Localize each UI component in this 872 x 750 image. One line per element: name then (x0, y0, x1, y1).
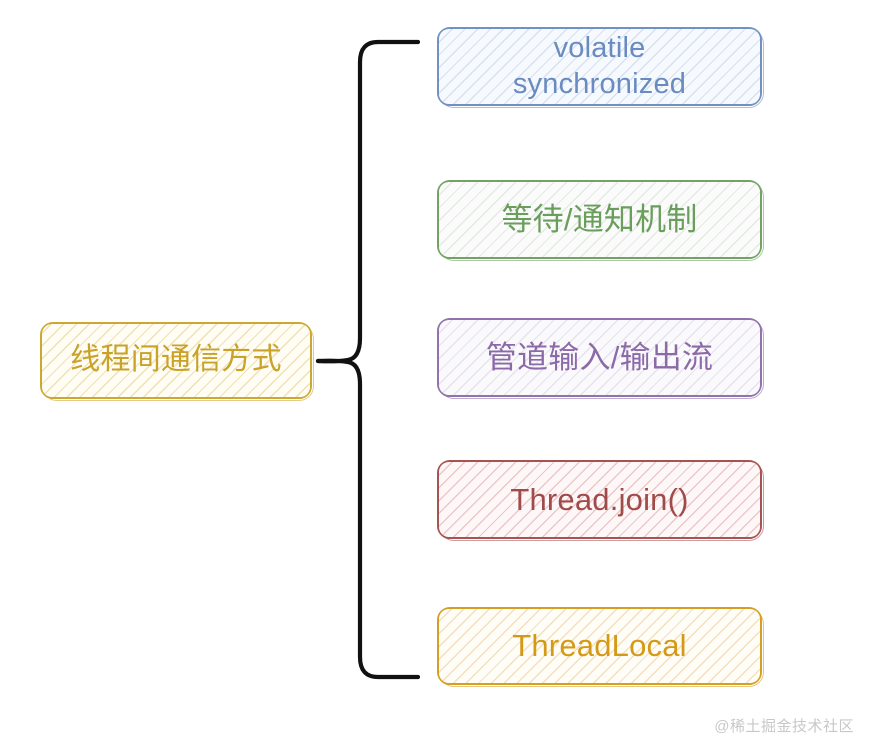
leaf-node-piped-io-stream[interactable]: 管道输入/输出流 (437, 318, 764, 399)
leaf-node-border (437, 27, 762, 106)
leaf-node-label: 等待/通知机制 (501, 201, 698, 237)
leaf-node-threadlocal[interactable]: ThreadLocal (437, 607, 764, 687)
leaf-node-label: ThreadLocal (512, 628, 687, 664)
leaf-node-hatch-fill (439, 29, 760, 104)
leaf-node-label: volatile synchronized (512, 32, 687, 100)
leaf-node-border (437, 607, 762, 685)
leaf-node-wait-notify[interactable]: 等待/通知机制 (437, 180, 764, 261)
leaf-node-label: 管道输入/输出流 (485, 339, 714, 375)
leaf-node-thread-join[interactable]: Thread.join() (437, 460, 764, 541)
root-node-hatch-fill (42, 324, 310, 397)
watermark: @稀土掘金技术社区 (714, 718, 854, 735)
leaf-node-border (437, 318, 762, 397)
leaf-node-hatch-fill (439, 320, 760, 395)
leaf-node-volatile-synchronized[interactable]: volatile synchronized (437, 27, 764, 108)
leaf-node-border (437, 180, 762, 259)
leaf-node-label: Thread.join() (510, 481, 689, 517)
root-node-label: 线程间通信方式 (70, 343, 282, 377)
leaf-node-border (437, 460, 762, 539)
leaf-node-hatch-fill (439, 462, 760, 537)
leaf-node-hatch-fill (439, 182, 760, 257)
root-node[interactable]: 线程间通信方式 (40, 322, 314, 401)
leaf-node-hatch-fill (439, 609, 760, 683)
root-node-border (40, 322, 312, 399)
